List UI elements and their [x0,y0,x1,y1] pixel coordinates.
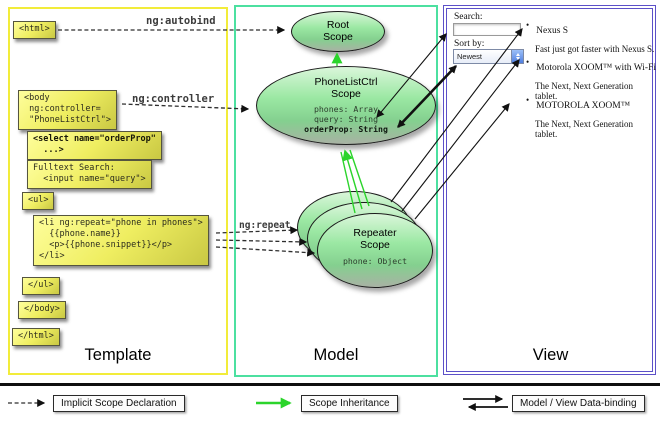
phonelistctrl-scope-ellipse: PhoneListCtrl Scope phones: Array query:… [256,66,436,145]
phone-name: Motorola XOOM™ with Wi-Fi [536,63,657,73]
code-body-open: <body ng:controller= "PhoneListCtrl"> [18,90,117,131]
code-select: <select name="orderProp" ...> [27,131,162,161]
repeater-scope-title: Repeater Scope [353,227,397,252]
model-panel-title: Model [313,346,359,364]
code-ul-open: <ul> [22,192,55,211]
phone-snippet: The Next, Next Generation tablet. [535,81,633,101]
root-scope-ellipse: Root Scope [291,11,385,52]
prop-query: query: String [313,114,379,124]
search-input[interactable] [453,23,521,36]
model-panel [234,5,438,377]
template-panel-title: Template [84,346,152,364]
phone-name: MOTOROLA XOOM™ [536,101,631,111]
sort-by-label: Sort by: [454,39,485,49]
legend-scope-inheritance: Scope Inheritance [301,395,398,412]
legend-model-view-data-binding: Model / View Data-binding [512,395,645,412]
label-ng-autobind: ng:autobind [146,15,216,27]
prop-orderprop: orderProp: String [304,124,388,135]
code-html-open: <html> [13,21,56,40]
root-scope-title: Root Scope [323,19,353,44]
phone-list-item: • MOTOROLA XOOM™ The Next, Next Generatio… [526,95,656,139]
sort-dropdown[interactable]: Newest [453,49,524,64]
phone-list-item: • Nexus S Fast just got faster with Nexus… [526,20,656,54]
phone-snippet: Fast just got faster with Nexus S. [535,44,655,54]
phone-snippet: The Next, Next Generation tablet. [535,119,633,139]
bullet-icon: • [526,95,530,105]
code-li-repeat: <li ng:repeat="phone in phones"> {{phone… [33,215,209,267]
label-ng-repeat: ng:repeat [239,220,291,231]
stepper-arrows-icon[interactable] [511,50,523,63]
view-panel-title: View [532,346,569,364]
sort-dropdown-value: Newest [457,52,483,61]
repeater-scope-ellipse-front: Repeater Scope phone: Object [317,213,433,288]
prop-phone: phone: Object [342,255,408,266]
legend-separator [0,383,660,386]
label-ng-controller: ng:controller [132,93,215,105]
phone-name: Nexus S [536,26,569,36]
code-html-close: </html> [12,328,60,347]
code-fulltext-search: Fulltext Search: <input name="query"> [27,160,152,190]
code-body-close: </body> [18,301,66,320]
phonelistctrl-scope-title: PhoneListCtrl Scope [314,76,378,101]
search-label: Search: [454,12,483,22]
phonelistctrl-props: phones: Array query: String orderProp: S… [257,104,435,135]
code-ul-close: </ul> [22,277,60,296]
prop-phones: phones: Array [313,103,379,114]
bullet-icon: • [526,57,530,67]
phone-list-item: • Motorola XOOM™ with Wi-Fi The Next, Nex… [526,57,656,101]
bullet-icon: • [526,20,530,30]
template-panel [8,7,228,375]
legend-implicit-scope-declaration: Implicit Scope Declaration [53,395,185,412]
